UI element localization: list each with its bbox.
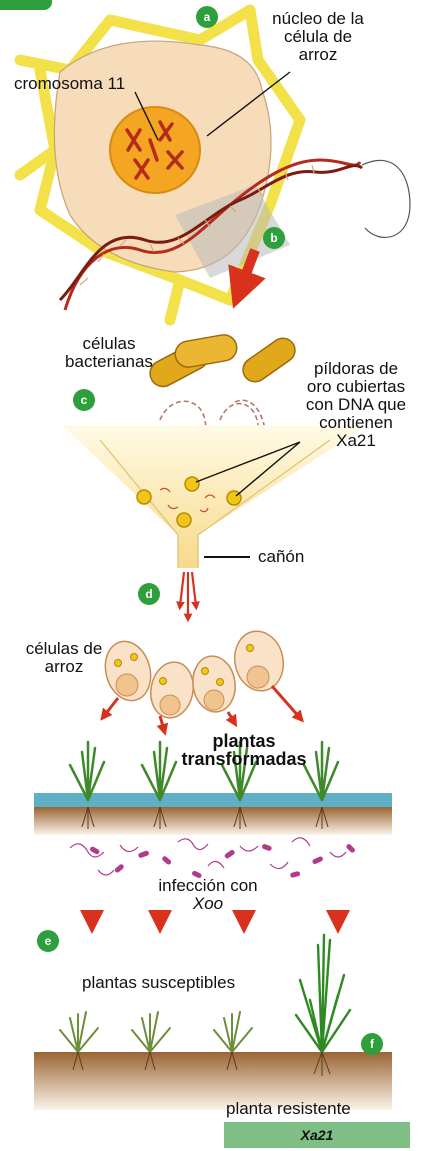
transformed-plants-label: plantas transformadas [154, 732, 334, 768]
step-badge-c: c [73, 389, 95, 411]
chromosome-label: cromosoma 11 [14, 75, 125, 93]
cannon-shots [180, 572, 196, 618]
loose-dna-strand [362, 161, 410, 238]
susceptible-plants-label: plantas susceptibles [82, 974, 235, 992]
step-badge-a: a [196, 6, 218, 28]
bacteria [146, 333, 300, 391]
step-badge-b: b [263, 227, 285, 249]
step-badge-f: f [361, 1033, 383, 1055]
bacterial-cells-label: células bacterianas [54, 335, 164, 371]
xoo-bodies [89, 843, 356, 879]
infection-label: infección con Xoo [138, 877, 278, 913]
xoo-bacteria [70, 838, 346, 875]
xa21-gene-bar: Xa21 [224, 1122, 410, 1148]
final-plants-group [34, 935, 392, 1110]
step-badge-e: e [37, 930, 59, 952]
susceptible-plants [60, 1012, 252, 1052]
nucleus-label: núcleo de la célula de arroz [258, 10, 378, 64]
rice-cells-group [99, 627, 300, 730]
cannon-label: cañón [258, 548, 304, 566]
resistant-plant-label: planta resistente [226, 1100, 351, 1118]
xoo-label: Xoo [138, 895, 278, 913]
gold-pills-label: píldoras de oro cubiertas con DNA que co… [296, 360, 416, 450]
resistant-plant [296, 935, 350, 1052]
rice-cells-label: células de arroz [18, 640, 110, 676]
step-badge-d: d [138, 583, 160, 605]
